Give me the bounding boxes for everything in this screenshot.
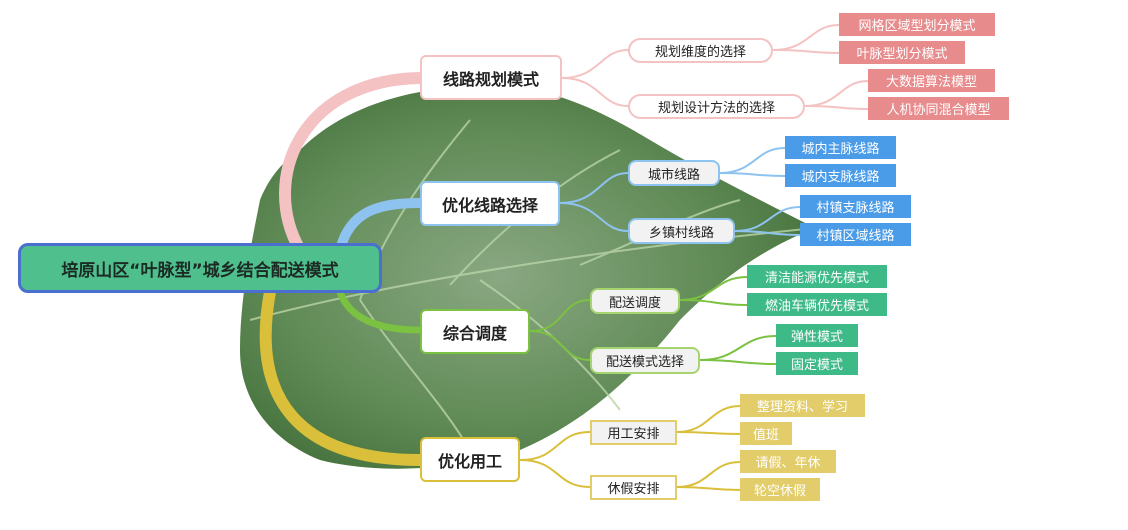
- subtopic-planning-method[interactable]: 规划设计方法的选择: [628, 94, 805, 119]
- leaf-fuel-vehicle-mode[interactable]: 燃油车辆优先模式: [747, 293, 887, 316]
- leaf-flexible-mode[interactable]: 弹性模式: [776, 324, 858, 347]
- leaf-human-machine-model[interactable]: 人机协同混合模型: [868, 97, 1009, 120]
- leaf-study[interactable]: 整理资料、学习: [740, 394, 865, 417]
- branch-staffing[interactable]: 优化用工: [420, 437, 520, 482]
- leaf-vein-mode[interactable]: 叶脉型划分模式: [839, 41, 965, 64]
- subtopic-city-routes[interactable]: 城市线路: [628, 160, 720, 186]
- subtopic-dispatch-mode[interactable]: 配送模式选择: [590, 347, 700, 374]
- subtopic-planning-dimension[interactable]: 规划维度的选择: [628, 38, 773, 63]
- subtopic-leave-arrangement[interactable]: 休假安排: [590, 475, 677, 500]
- leaf-rotation-leave[interactable]: 轮空休假: [740, 478, 820, 501]
- leaf-town-branch-route[interactable]: 村镇支脉线路: [800, 195, 911, 218]
- root-topic[interactable]: 培原山区“叶脉型”城乡结合配送模式: [18, 243, 382, 293]
- branch-route-optimization[interactable]: 优化线路选择: [420, 181, 560, 226]
- leaf-clean-energy-mode[interactable]: 清洁能源优先模式: [747, 265, 887, 288]
- leaf-fixed-mode[interactable]: 固定模式: [776, 352, 858, 375]
- subtopic-dispatch[interactable]: 配送调度: [590, 288, 680, 314]
- branch-route-planning[interactable]: 线路规划模式: [420, 55, 562, 100]
- leaf-city-main-route[interactable]: 城内主脉线路: [785, 136, 896, 159]
- subtopic-work-arrangement[interactable]: 用工安排: [590, 420, 677, 445]
- branch-scheduling[interactable]: 综合调度: [420, 309, 530, 354]
- leaf-town-area-route[interactable]: 村镇区域线路: [800, 223, 911, 246]
- leaf-city-branch-route[interactable]: 城内支脉线路: [785, 164, 896, 187]
- leaf-big-data-model[interactable]: 大数据算法模型: [868, 69, 995, 92]
- leaf-annual-leave[interactable]: 请假、年休: [740, 450, 836, 473]
- subtopic-rural-routes[interactable]: 乡镇村线路: [628, 218, 735, 244]
- leaf-on-duty[interactable]: 值班: [740, 422, 792, 445]
- leaf-grid-area-mode[interactable]: 网格区域型划分模式: [839, 13, 995, 36]
